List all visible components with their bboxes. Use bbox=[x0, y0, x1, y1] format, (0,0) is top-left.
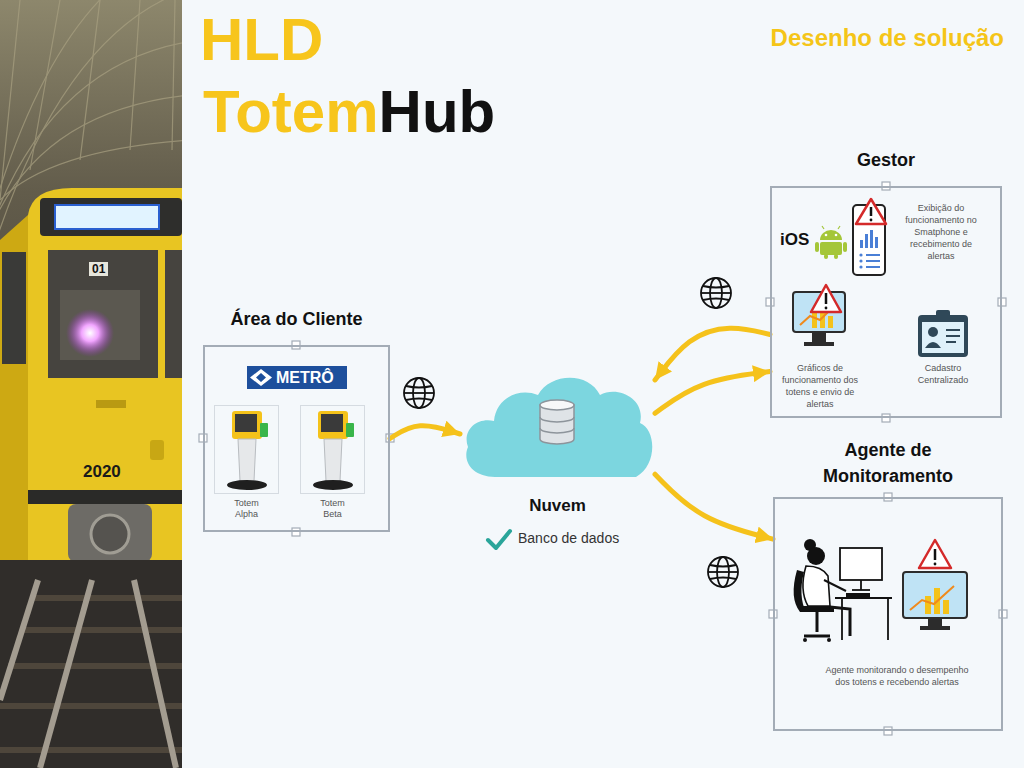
totem-caption: Totem Beta bbox=[301, 498, 364, 520]
android-icon bbox=[815, 226, 847, 259]
logo-text: METRÔ bbox=[276, 368, 334, 387]
check-mark bbox=[488, 531, 510, 548]
cloud-shape: NuvemBanco de dados bbox=[460, 365, 655, 480]
area-heading: Gestor bbox=[857, 150, 915, 171]
alert-monitor-icon bbox=[903, 540, 967, 630]
metro-logo bbox=[247, 366, 347, 389]
platform-name: iOS bbox=[780, 230, 809, 250]
flow-arrow bbox=[390, 426, 460, 439]
train-photo bbox=[0, 0, 182, 768]
flow-arrow bbox=[655, 474, 773, 539]
selection-handles bbox=[199, 182, 1007, 735]
agent-at-desk-illustration bbox=[794, 539, 892, 642]
flow-arrow bbox=[655, 372, 770, 414]
area-heading: Área do Cliente bbox=[230, 309, 362, 330]
totem-caption: Totem Alpha bbox=[215, 498, 278, 520]
feature-caption: Gráficos de funcionamento dos totens e e… bbox=[778, 362, 862, 410]
diagram-title: HLD bbox=[200, 10, 323, 70]
train-number: 2020 bbox=[83, 462, 121, 482]
area-heading: Agente de Monitoramento bbox=[803, 437, 973, 489]
cloud-title: Nuvem bbox=[460, 496, 655, 516]
wordmark-part: Totem bbox=[203, 82, 379, 142]
totem-illustration bbox=[313, 411, 354, 490]
totem-box: Totem Alpha bbox=[214, 405, 279, 494]
smartphone-icon bbox=[853, 199, 886, 275]
monitoring-agent-box: Agente de Monitoramento bbox=[773, 497, 1003, 731]
dashboard-monitor-icon bbox=[793, 285, 845, 346]
train-number: 01 bbox=[89, 262, 108, 276]
totem-illustration bbox=[227, 411, 268, 490]
database-icon bbox=[540, 400, 574, 444]
wordmark-part: Hub bbox=[379, 82, 496, 142]
id-card-icon bbox=[918, 310, 968, 357]
feature-caption: Agente monitorando o desempenho dos tote… bbox=[822, 664, 972, 688]
feature-caption: Cadastro Centralizado bbox=[900, 362, 986, 386]
totem-box: Totem Beta bbox=[300, 405, 365, 494]
feature-caption: Exibição do funcionamento no Smatphone e… bbox=[905, 202, 977, 262]
database-note: Banco de dados bbox=[518, 530, 619, 546]
subtitle: Desenho de solução bbox=[771, 24, 1004, 52]
cloud-outline bbox=[460, 365, 655, 480]
